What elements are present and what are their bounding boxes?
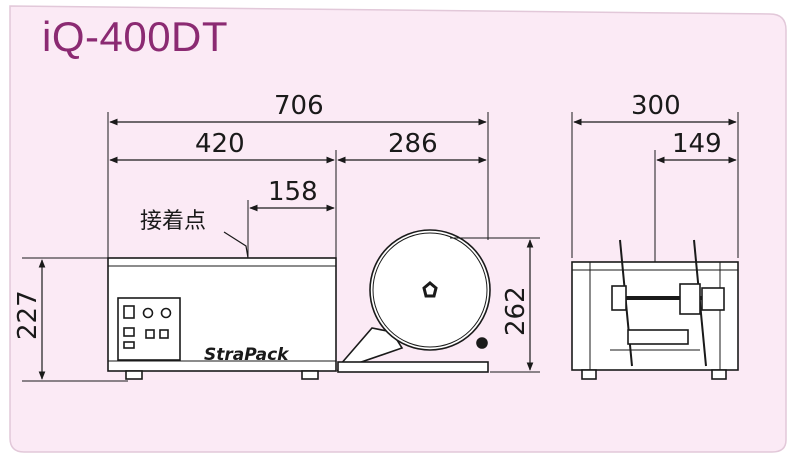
- dim-420: 420: [195, 129, 245, 159]
- brand-logo: StraPack: [204, 345, 290, 365]
- dim-227: 227: [13, 290, 43, 340]
- dim-262: 262: [501, 286, 531, 336]
- control-panel: [117, 297, 181, 361]
- dim-158: 158: [268, 177, 318, 207]
- seal-point-leader: [223, 231, 249, 259]
- card-background: [9, 5, 787, 453]
- model-title: iQ-400DT: [42, 13, 229, 60]
- extension-lines: [22, 112, 739, 382]
- reel-front-view: [336, 229, 491, 373]
- dim-286: 286: [388, 129, 438, 159]
- side-view: [571, 239, 739, 380]
- dim-300: 300: [631, 91, 681, 121]
- main-body-front-view: [107, 257, 337, 380]
- seal-point-label: 接着点: [140, 209, 206, 234]
- dimension-lines: [38, 118, 737, 380]
- dim-706: 706: [274, 91, 324, 121]
- dim-149: 149: [672, 129, 722, 159]
